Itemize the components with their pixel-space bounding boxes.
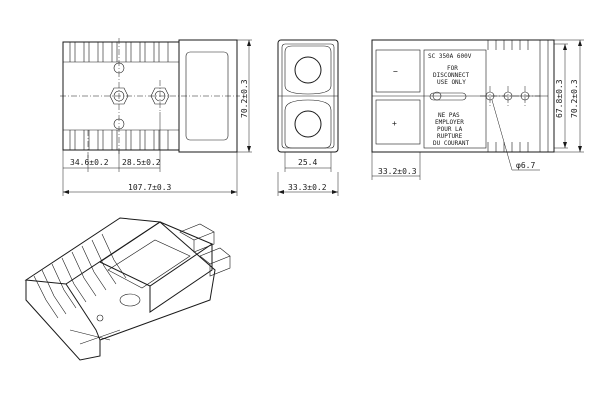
label-fr-1: NE PAS (438, 112, 460, 119)
polarity-negative: − (393, 67, 398, 76)
hex-boss-right (150, 87, 170, 105)
dim-overall-width: 33.3±0.2 (288, 183, 327, 192)
label-fr-3: POUR LA (437, 126, 463, 133)
dim-contact-width: 25.4 (298, 158, 317, 167)
dim-hole-diameter: φ6.7 (516, 161, 535, 170)
polarity-positive: + (392, 119, 397, 128)
label-fr-2: EMPLOYER (435, 119, 464, 126)
dim-face-height-outer: 70.2±0.3 (570, 79, 579, 118)
lower-socket (284, 99, 332, 149)
label-en-2: DISCONNECT (433, 72, 470, 79)
dim-side-height: 70.2±0.3 (240, 79, 249, 118)
label-en-1: FOR (447, 65, 458, 72)
iso-label-recess (107, 239, 191, 289)
side-view: 34.6±0.2 28.5±0.2 107.7±0.3 70.2±0.3 (60, 38, 252, 196)
isometric-view (24, 217, 231, 361)
mount-hole-1 (432, 91, 442, 101)
face-view: − + SC 350A 600V FOR DISCONNECT USE ONLY… (371, 39, 584, 180)
end-view: 25.4 33.3±0.2 (277, 39, 339, 196)
upper-socket (284, 45, 332, 95)
label-rating: SC 350A 600V (428, 53, 472, 60)
top-ribs (63, 42, 179, 63)
label-plate (423, 49, 487, 149)
dim-face-height-inner: 67.8±0.3 (555, 79, 564, 118)
dim-overall-length: 107.7±0.3 (128, 183, 172, 192)
dim-rib-pitch: 34.6±0.2 (70, 158, 109, 167)
bottom-ribs (63, 129, 179, 150)
label-fr-4: RUPTURE (437, 133, 463, 140)
dim-face-offset: 33.2±0.3 (378, 167, 417, 176)
label-fr-5: DU COURANT (433, 140, 470, 147)
dim-boss-spacing: 28.5±0.2 (122, 158, 161, 167)
label-en-3: USE ONLY (437, 79, 466, 86)
